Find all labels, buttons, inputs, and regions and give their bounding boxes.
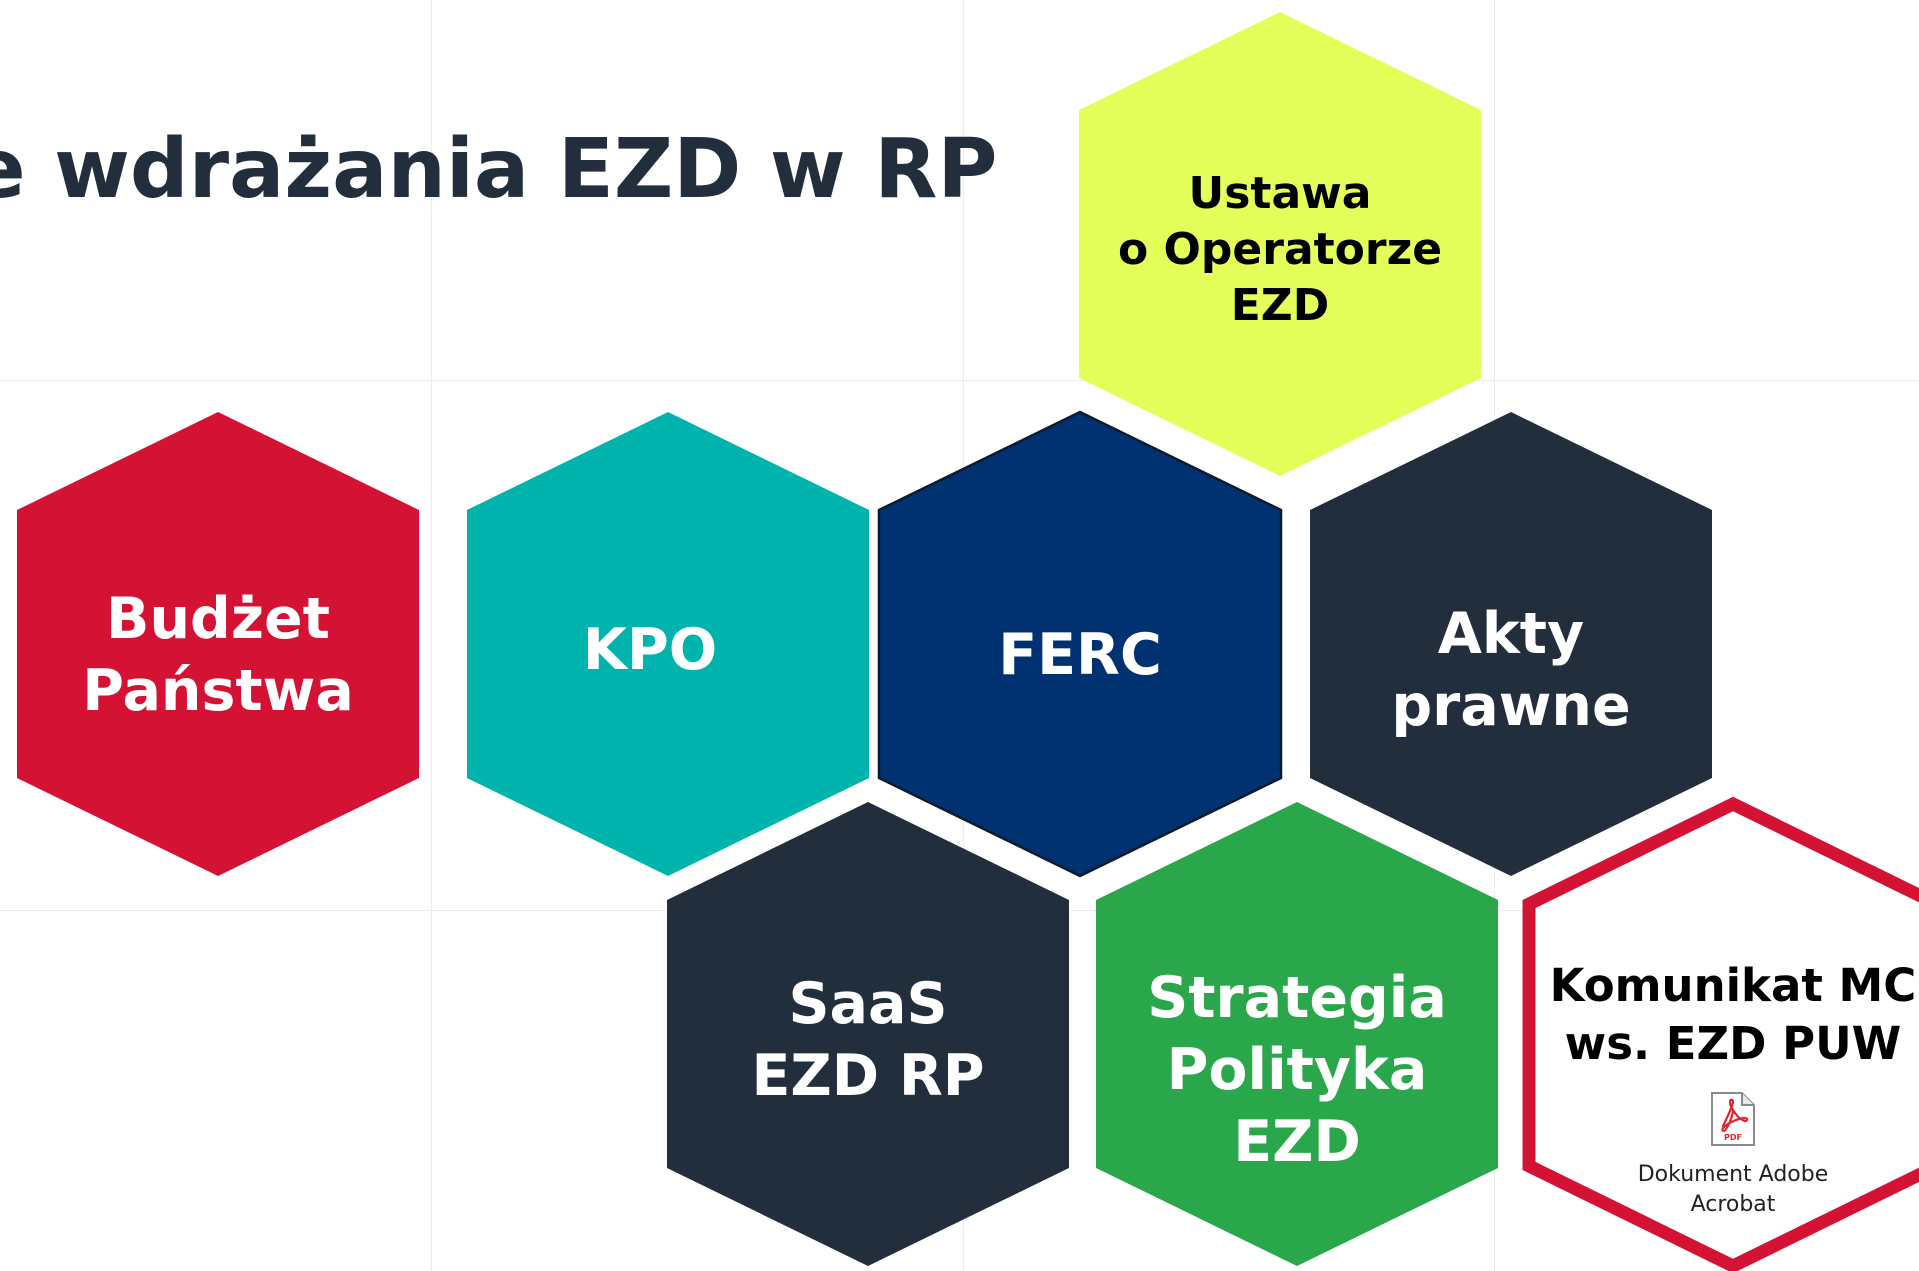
hex-label-akty: Akty prawne <box>1311 590 1711 750</box>
hex-kpo[interactable] <box>467 412 869 876</box>
hex-text-line: ws. EZD PUW <box>1564 1017 1902 1070</box>
hex-label-kpo: KPO <box>450 600 850 700</box>
grid-line <box>0 380 1919 381</box>
hex-text-line: EZD <box>1233 1109 1361 1175</box>
pdf-attachment[interactable]: PDF Dokument Adobe Acrobat <box>1620 1090 1846 1230</box>
hex-text-line: FERC <box>998 622 1162 688</box>
hex-text-line: prawne <box>1391 673 1631 739</box>
hex-ustawa[interactable] <box>1079 12 1481 476</box>
hex-text-line: Komunikat MC <box>1549 959 1917 1012</box>
hex-text-line: Polityka <box>1166 1037 1428 1103</box>
hex-budzet[interactable] <box>17 412 419 876</box>
hex-label-ustawa: Ustawa o Operatorze EZD <box>1080 160 1480 340</box>
hex-text-line: EZD <box>1230 280 1330 331</box>
hex-ferc[interactable] <box>877 410 1283 878</box>
grid-line <box>431 0 432 1271</box>
hex-text-line: o Operatorze <box>1117 224 1443 275</box>
pdf-caption-line: Acrobat <box>1690 1192 1776 1217</box>
hex-text-line: Państwa <box>82 658 354 724</box>
hex-strategia[interactable] <box>1096 802 1498 1266</box>
hex-saas[interactable] <box>667 802 1069 1266</box>
hex-label-budzet: Budżet Państwa <box>18 555 418 755</box>
hex-akty[interactable] <box>1310 412 1712 876</box>
pdf-icon-text: PDF <box>1724 1133 1742 1142</box>
hex-text-line: Akty <box>1437 601 1585 667</box>
hex-label-saas: SaaS EZD RP <box>668 955 1068 1125</box>
hex-label-strategia: Strategia Polityka EZD <box>1097 955 1497 1185</box>
hex-text-line: SaaS <box>788 971 948 1037</box>
hex-text-line: Ustawa <box>1188 168 1372 219</box>
hex-label-ferc: FERC <box>880 605 1280 705</box>
hex-text-line: EZD RP <box>751 1043 985 1109</box>
pdf-file-icon[interactable]: PDF <box>1709 1090 1757 1148</box>
pdf-caption[interactable]: Dokument Adobe Acrobat <box>1638 1160 1829 1220</box>
hex-text-line: Strategia <box>1147 965 1447 1031</box>
pdf-caption-line: Dokument Adobe <box>1637 1162 1829 1187</box>
hex-text-line: Budżet <box>106 586 330 652</box>
hex-komunikat[interactable] <box>1522 796 1919 1271</box>
hex-label-komunikat: Komunikat MC ws. EZD PUW <box>1533 955 1919 1075</box>
page-title: e wdrażania EZD w RP <box>0 122 998 217</box>
hex-text-line: KPO <box>582 617 718 683</box>
